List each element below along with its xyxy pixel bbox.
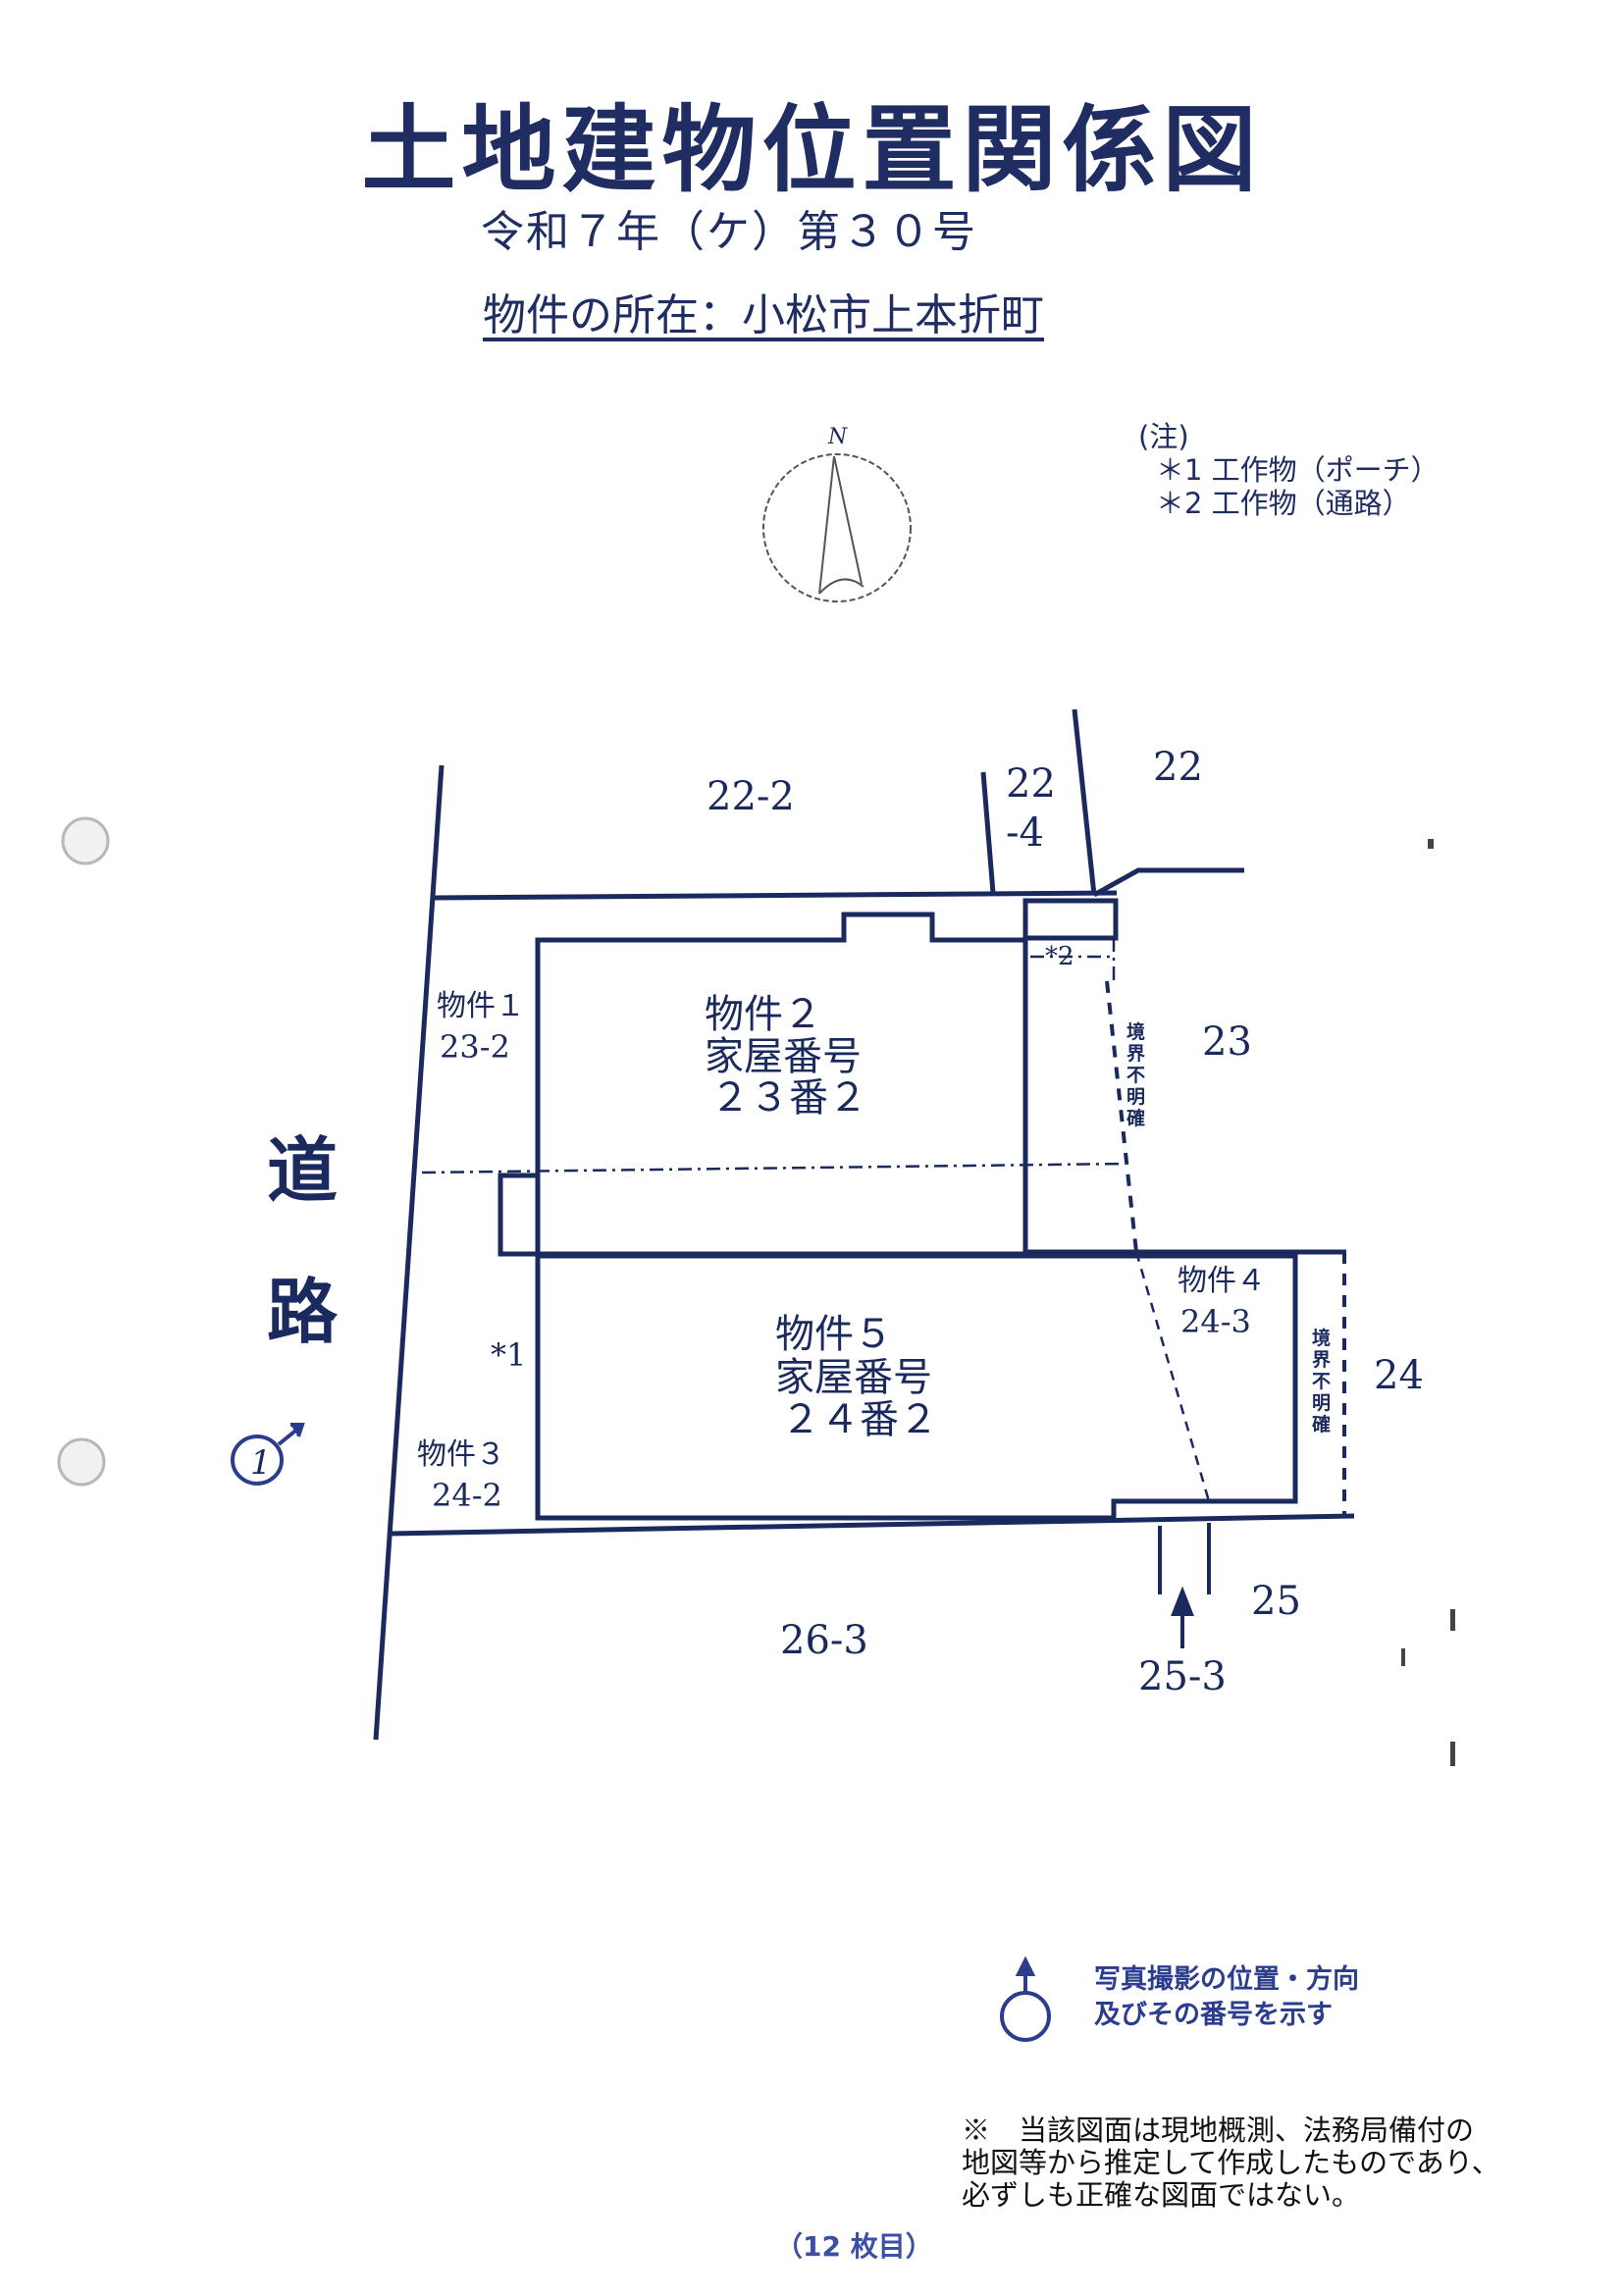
building-5-outline	[535, 1253, 1298, 1521]
disclaimer-line-3: 必ずしも正確な図面ではない。	[962, 2178, 1361, 2212]
disclaimer-line-1: ※ 当該図面は現地概測、法務局備付の	[962, 2113, 1475, 2147]
land-boundaries	[373, 708, 1355, 1741]
parcel-22: 22	[1153, 745, 1203, 790]
legend-marker-icon	[1000, 1956, 1051, 2042]
road-label-1: 道	[267, 1129, 338, 1212]
property-1-name: 物件１	[437, 989, 525, 1023]
photo-number: 1	[250, 1443, 272, 1483]
property-5-name: 物件５	[775, 1312, 893, 1357]
property-5-number: ２４番２	[781, 1397, 938, 1442]
parcel-24: 24	[1374, 1353, 1424, 1398]
property-4-lot: 24-3	[1180, 1303, 1251, 1340]
bu2-char-3: 不	[1312, 1371, 1331, 1392]
case-number: 令和７年（ケ）第３０号	[481, 207, 977, 257]
photo-legend: 写真撮影の位置・方向 及びその番号を示す	[1094, 1962, 1359, 2033]
parcel-25: 25	[1251, 1579, 1301, 1624]
marker-star-2: *2	[1045, 942, 1074, 971]
bu2-char-1: 境	[1312, 1327, 1331, 1349]
punch-hole-top	[61, 816, 110, 865]
parcel-dashed-lines	[421, 938, 1125, 1174]
parcel-23: 23	[1202, 1019, 1252, 1065]
note-item-2: ＊2 工作物（通路）	[1156, 487, 1411, 520]
parcel-22-2: 22-2	[707, 774, 795, 819]
page-number: （12 枚目）	[775, 2230, 933, 2263]
bu1-char-5: 確	[1126, 1107, 1145, 1129]
punch-hole-bottom	[57, 1437, 106, 1487]
parcel-labels: 22-2 22 -4 22 23 24 25 25-3 26-3	[707, 745, 1424, 1699]
boundary-unclear-dashes	[1105, 980, 1346, 1516]
property-location: 物件の所在：小松市上本折町	[483, 290, 1044, 340]
property-4-name: 物件４	[1178, 1264, 1266, 1298]
note-item-1: ＊1 工作物（ポーチ）	[1156, 453, 1440, 487]
north-label: N	[827, 425, 848, 449]
bu1-char-3: 不	[1126, 1065, 1145, 1086]
bu1-char-4: 明	[1126, 1086, 1145, 1108]
bu2-char-2: 界	[1312, 1349, 1331, 1371]
road-label-2: 路	[267, 1271, 339, 1353]
parcel-22-4-top: 22	[1006, 761, 1056, 807]
road-label: 道 路	[267, 1129, 339, 1353]
legend-line-1: 写真撮影の位置・方向	[1094, 1964, 1359, 1995]
property-2-name: 物件２	[705, 992, 822, 1037]
scan-marks	[1401, 839, 1455, 1766]
notes-block: (注) ＊1 工作物（ポーチ） ＊2 工作物（通路）	[1138, 420, 1440, 520]
property-3-name: 物件３	[417, 1437, 505, 1472]
property-5-type: 家屋番号	[775, 1355, 932, 1400]
property-1-lot: 23-2	[440, 1028, 510, 1066]
property-2-number: ２３番２	[710, 1075, 867, 1121]
property-3-lot: 24-2	[432, 1477, 502, 1514]
photo-position-marker: 1	[231, 1423, 305, 1486]
lot-24-3-dashes	[1134, 1251, 1211, 1502]
boundary-unclear-label-2: 境 界 不 明 確	[1312, 1327, 1331, 1435]
disclaimer-note: ※ 当該図面は現地概測、法務局備付の 地図等から推定して作成したものであり、 必…	[962, 2114, 1500, 2212]
bu1-char-2: 界	[1126, 1043, 1145, 1065]
lot-25-3-access	[1158, 1523, 1211, 1648]
document-title: 土地建物位置関係図	[361, 95, 1263, 205]
parcel-26-3: 26-3	[780, 1618, 868, 1663]
property-labels: 物件１ 23-2 物件２ 家屋番号 ２３番２ 物件３ 24-2 物件４ 24-3…	[417, 989, 1266, 1514]
disclaimer-line-2: 地図等から推定して作成したものであり、	[962, 2146, 1500, 2179]
bu2-char-4: 明	[1312, 1392, 1331, 1414]
property-2-type: 家屋番号	[705, 1034, 862, 1079]
parcel-22-4-bottom: -4	[1006, 810, 1044, 856]
north-compass: N	[762, 425, 912, 602]
notes-heading: (注)	[1138, 420, 1189, 453]
legend-line-2: 及びその番号を示す	[1094, 2000, 1333, 2030]
bu1-char-1: 境	[1126, 1020, 1145, 1043]
marker-star-1: *1	[491, 1336, 526, 1374]
boundary-unclear-label-1: 境 界 不 明 確	[1126, 1020, 1145, 1129]
parcel-25-3: 25-3	[1138, 1654, 1227, 1699]
bu2-char-5: 確	[1312, 1413, 1331, 1435]
